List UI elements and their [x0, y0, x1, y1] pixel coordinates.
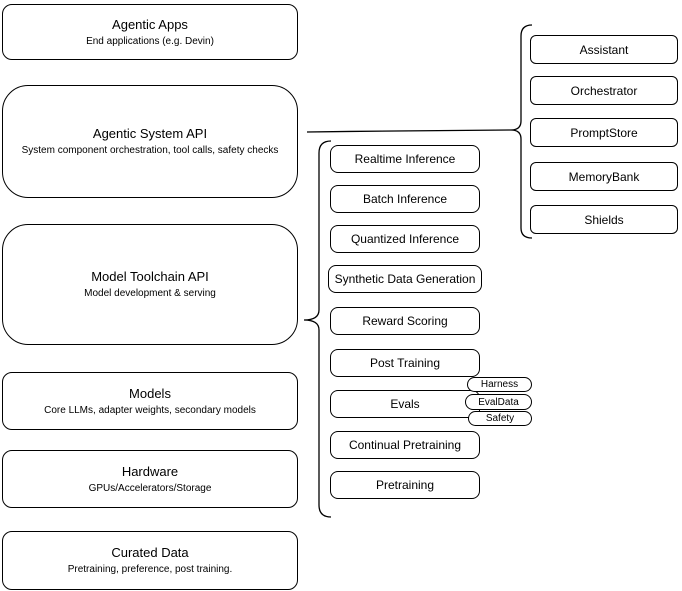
node-subtitle: System component orchestration, tool cal…	[21, 145, 279, 156]
node-orchestrator: Orchestrator	[530, 76, 678, 105]
node-continual-pretraining: Continual Pretraining	[330, 431, 480, 459]
node-label: Orchestrator	[570, 83, 638, 98]
node-label: Synthetic Data Generation	[334, 272, 476, 286]
node-subtitle: Pretraining, preference, post training.	[67, 564, 233, 575]
node-pretraining: Pretraining	[330, 471, 480, 499]
node-title: Curated Data	[111, 545, 189, 560]
tag-safety: Safety	[468, 411, 532, 426]
node-title: Agentic Apps	[112, 16, 188, 32]
system-components-brace	[510, 24, 533, 239]
tag-label: Harness	[480, 379, 519, 390]
node-subtitle: GPUs/Accelerators/Storage	[88, 482, 212, 494]
node-label: Realtime Inference	[354, 152, 456, 166]
node-title: Agentic System API	[92, 126, 208, 141]
system-api-connector-line	[306, 129, 512, 133]
node-post-training: Post Training	[330, 349, 480, 377]
node-batch-inference: Batch Inference	[330, 185, 480, 213]
node-label: Evals	[390, 397, 420, 411]
node-quantized-inference: Quantized Inference	[330, 225, 480, 253]
tag-evaldata: EvalData	[465, 394, 532, 410]
toolchain-brace	[303, 140, 332, 518]
node-model-toolchain-api: Model Toolchain API Model development & …	[2, 224, 298, 345]
node-label: Post Training	[369, 356, 441, 370]
node-label: MemoryBank	[568, 169, 640, 184]
node-subtitle: Model development & serving	[84, 288, 216, 299]
node-evals: Evals	[330, 390, 480, 418]
node-promptstore: PromptStore	[530, 118, 678, 147]
node-label: Continual Pretraining	[348, 438, 462, 452]
node-memorybank: MemoryBank	[530, 162, 678, 191]
node-realtime-inference: Realtime Inference	[330, 145, 480, 173]
node-title: Model Toolchain API	[91, 269, 209, 284]
tag-label: EvalData	[478, 396, 519, 408]
node-label: Pretraining	[375, 478, 435, 492]
node-label: Shields	[584, 212, 624, 227]
node-label: Assistant	[579, 42, 629, 57]
node-synthetic-data-generation: Synthetic Data Generation	[328, 265, 482, 293]
node-label: Batch Inference	[362, 192, 448, 206]
node-label: PromptStore	[570, 125, 638, 140]
node-hardware: Hardware GPUs/Accelerators/Storage	[2, 450, 298, 508]
node-label: Quantized Inference	[350, 232, 460, 246]
tag-label: Safety	[485, 413, 515, 424]
node-agentic-system-api: Agentic System API System component orch…	[2, 85, 298, 198]
node-agentic-apps: Agentic Apps End applications (e.g. Devi…	[2, 4, 298, 60]
node-label: Reward Scoring	[362, 314, 448, 328]
node-curated-data: Curated Data Pretraining, preference, po…	[2, 531, 298, 590]
node-title: Models	[129, 385, 171, 401]
node-models: Models Core LLMs, adapter weights, secon…	[2, 372, 298, 430]
node-assistant: Assistant	[530, 35, 678, 64]
node-subtitle: Core LLMs, adapter weights, secondary mo…	[44, 404, 256, 416]
node-reward-scoring: Reward Scoring	[330, 307, 480, 335]
node-shields: Shields	[530, 205, 678, 234]
node-subtitle: End applications (e.g. Devin)	[86, 35, 214, 47]
node-title: Hardware	[121, 463, 179, 479]
tag-harness: Harness	[467, 377, 532, 392]
